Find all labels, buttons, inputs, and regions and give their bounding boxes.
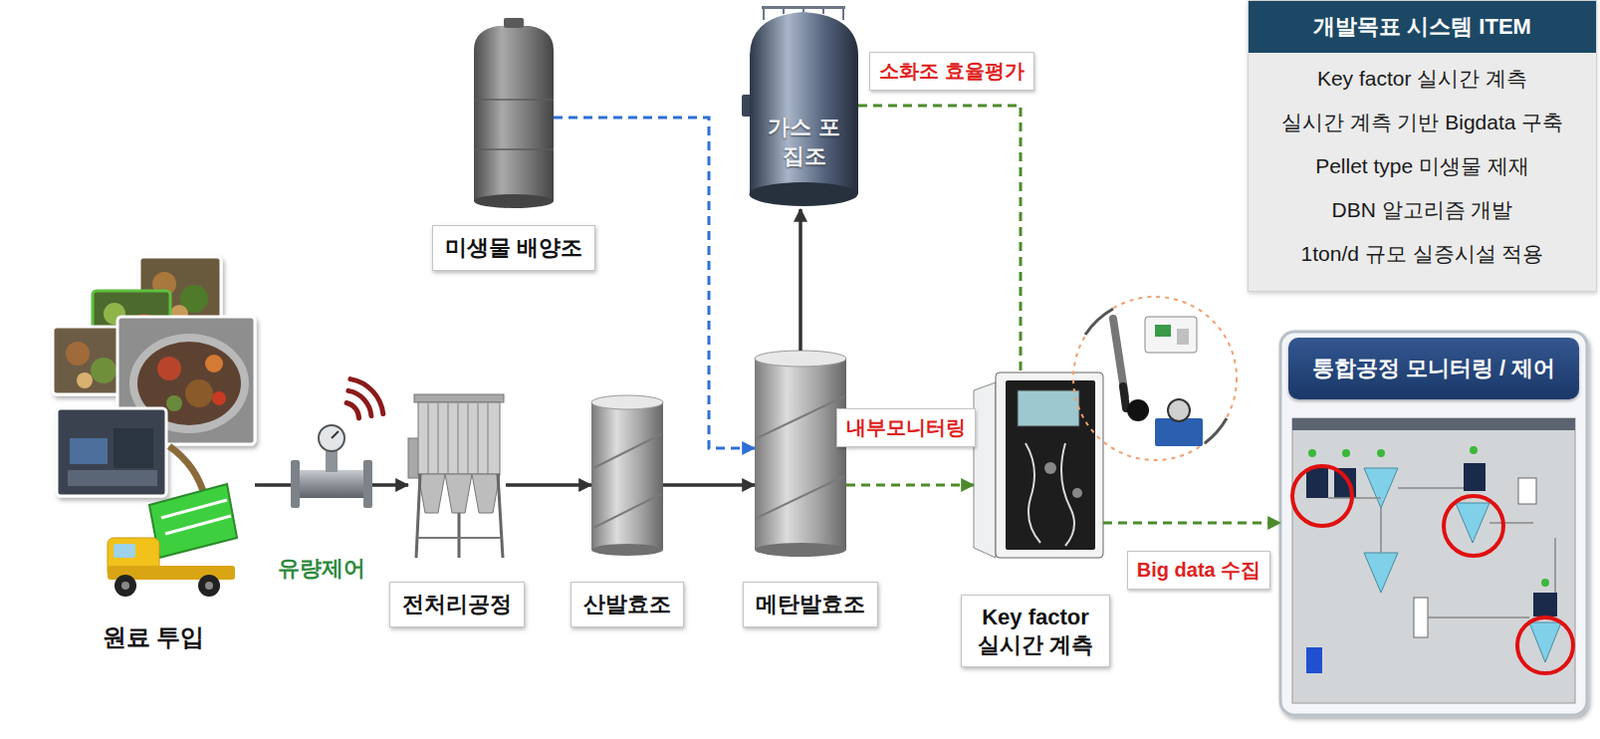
signal-line	[846, 483, 974, 487]
flow-arrow	[663, 482, 755, 487]
equipment-label: 메탄발효조	[742, 581, 879, 628]
goal-item: Key factor 실시간 계측	[1317, 56, 1528, 101]
equipment-label: 원료 투입	[102, 623, 206, 653]
gas-collection-tank: 가스 포집조	[749, 5, 859, 210]
signal-line	[1103, 521, 1281, 525]
flow-arrow	[372, 482, 409, 487]
edge-label: Big data 수집	[1127, 550, 1271, 590]
goal-panel: 개발목표 시스템 ITEMKey factor 실시간 계측실시간 계측 기반 …	[1247, 0, 1598, 292]
edge-label: 소화조 효율평가	[869, 51, 1035, 91]
goal-item: DBN 알고리즘 개발	[1331, 188, 1513, 232]
methane-fermenter: 메탄발효조	[754, 350, 847, 556]
equipment-label: 미생물 배양조	[432, 225, 596, 271]
signal-line	[858, 105, 1021, 373]
microbe-culture-tank: 미생물 배양조	[473, 17, 554, 210]
signal-line	[553, 117, 755, 449]
edge-label: 내부모니터링	[836, 408, 976, 448]
flow-arrow	[798, 209, 803, 351]
equipment-label: Key factor 실시간 계측	[960, 594, 1111, 668]
acid-fermenter: 산발효조	[591, 394, 664, 556]
key-factor-analyzer: Key factor 실시간 계측	[973, 372, 1104, 558]
flow-arrow	[505, 482, 592, 487]
goal-item: 1ton/d 규모 실증시설 적용	[1301, 231, 1545, 276]
flow-arrow	[254, 482, 291, 487]
equipment-label: 전처리공정	[389, 581, 525, 628]
raw-input: 원료 투입	[50, 254, 255, 599]
tank-label: 가스 포집조	[762, 113, 847, 171]
equipment-label: 유량제어	[277, 555, 366, 582]
goal-item: Pellet type 미생물 제재	[1315, 144, 1530, 189]
monitoring-panel: 통합공정 모니터링 / 제어	[1280, 331, 1588, 715]
flow-meter: 유량제어	[290, 398, 373, 513]
panel-header: 통합공정 모니터링 / 제어	[1288, 337, 1580, 400]
pretreatment-unit: 전처리공정	[408, 394, 506, 561]
goal-item: 실시간 계측 기반 Bigdata 구축	[1281, 100, 1565, 145]
panel-header: 개발목표 시스템 ITEM	[1248, 0, 1597, 53]
equipment-label: 산발효조	[570, 581, 685, 628]
